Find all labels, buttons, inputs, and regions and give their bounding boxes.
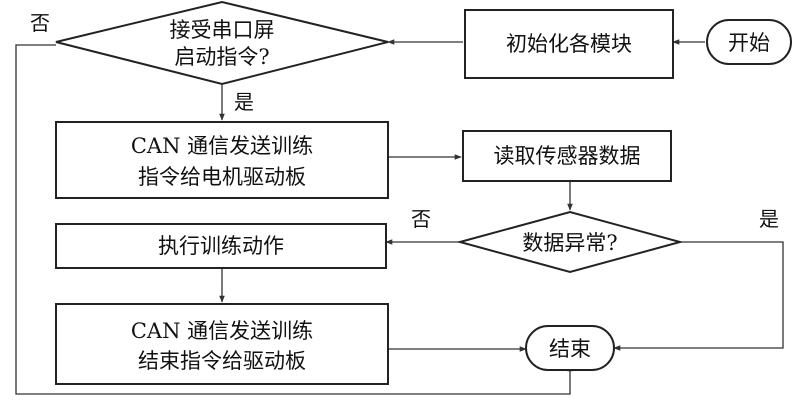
node-can-send-end-line-2: 结束指令给驱动板 [138,349,306,373]
node-init-label: 初始化各模块 [506,32,632,56]
process-shape [55,303,389,385]
edge-decision-receive-no-to-end [15,44,573,395]
node-decision-receive: 接受串口屏 启动指令? [55,0,389,86]
node-start-label: 开始 [728,31,770,55]
node-decision-receive-line-1: 接受串口屏 [170,18,275,42]
terminal-shape [706,19,792,65]
node-end: 结束 [525,325,615,371]
node-init: 初始化各模块 [464,9,674,79]
label-receive-yes: 是 [234,90,254,114]
process-shape [55,223,387,269]
node-can-send-end-line-1: CAN 通信发送训练 [131,319,313,343]
label-abnormal-yes: 是 [759,207,779,231]
node-decision-abnormal: 数据异常? [456,210,684,274]
node-read-sensor-label: 读取传感器数据 [494,144,641,168]
process-shape [462,130,672,182]
node-can-send-train-line-2: 指令给电机驱动板 [138,165,306,189]
label-abnormal-no: 否 [411,207,431,231]
node-read-sensor: 读取传感器数据 [462,130,672,182]
node-end-label: 结束 [549,337,591,361]
flowchart-edges [15,39,784,395]
edge-decision-abnormal-yes-to-end [613,241,784,351]
node-execute-label: 执行训练动作 [158,234,284,258]
node-can-send-train: CAN 通信发送训练 指令给电机驱动板 [55,121,389,199]
process-shape [55,121,389,199]
flowchart-edge-labels: 否 是 否 是 [30,11,779,231]
label-receive-no: 否 [30,11,50,35]
decision-shape [55,0,389,86]
node-can-send-train-line-1: CAN 通信发送训练 [131,134,313,158]
process-shape [464,9,674,79]
node-start: 开始 [706,19,792,65]
node-decision-receive-line-2: 启动指令? [174,45,269,69]
node-can-send-end: CAN 通信发送训练 结束指令给驱动板 [55,303,389,385]
node-execute: 执行训练动作 [55,223,387,269]
decision-shape [456,210,684,274]
node-decision-abnormal-label: 数据异常? [522,231,617,255]
terminal-shape [525,325,615,371]
